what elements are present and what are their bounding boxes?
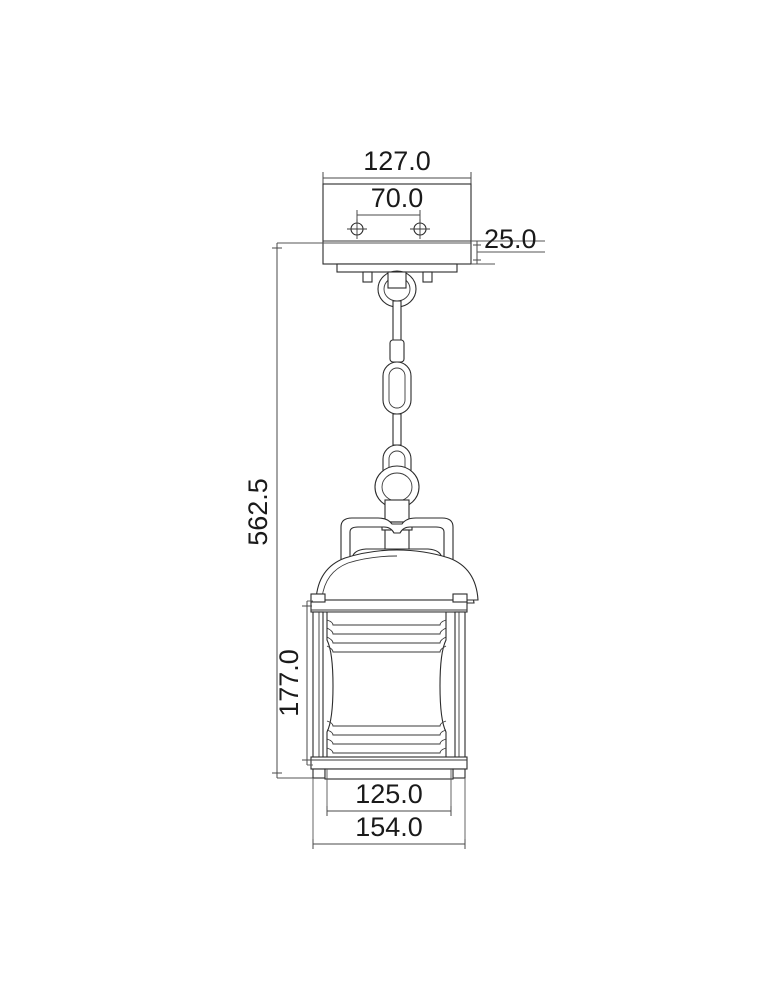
dimension-glass-width bbox=[326, 769, 452, 816]
dimension-glass-height bbox=[302, 600, 313, 766]
label-glass-height: 177.0 bbox=[274, 649, 304, 717]
glass-ribs-bottom bbox=[326, 720, 447, 754]
dimension-canopy-width bbox=[322, 172, 472, 184]
ribbed-glass-cylinder bbox=[326, 611, 447, 761]
label-canopy-height: 25.0 bbox=[484, 224, 537, 254]
chain-link-1 bbox=[382, 361, 412, 415]
canopy-mounting-holes bbox=[347, 219, 430, 239]
label-overall-width: 154.0 bbox=[355, 812, 423, 842]
lantern-bottom-rim bbox=[310, 756, 468, 779]
dimension-overall-height bbox=[272, 242, 471, 779]
label-canopy-width: 127.0 bbox=[363, 146, 431, 176]
dimension-canopy-height bbox=[471, 240, 545, 265]
lantern-base-plate bbox=[324, 768, 454, 780]
glass-ribs-top bbox=[326, 619, 447, 653]
lantern-bail-ring bbox=[374, 465, 420, 509]
label-glass-width: 125.0 bbox=[355, 779, 423, 809]
mounting-hole-left bbox=[347, 219, 367, 239]
label-mounting-hole-spacing: 70.0 bbox=[371, 183, 424, 213]
label-overall-height: 562.5 bbox=[243, 478, 273, 546]
dimension-overall-width bbox=[312, 778, 466, 849]
mounting-hole-right bbox=[410, 219, 430, 239]
